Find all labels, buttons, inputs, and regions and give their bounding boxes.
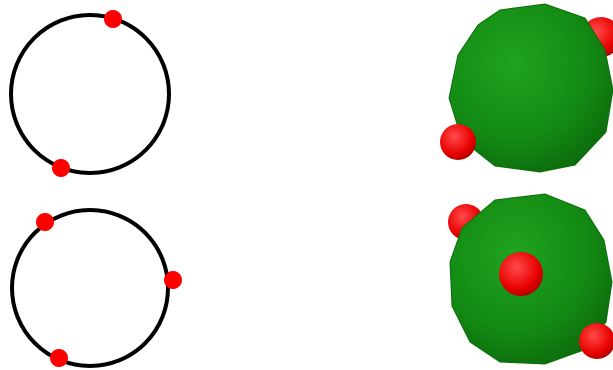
ring-bottom-point-1: [36, 213, 54, 231]
polyhedron-top-body: [448, 3, 613, 173]
ring-diagram-bottom: [10, 208, 182, 368]
ring-diagram-top: [9, 10, 171, 177]
ring-top-point-2: [52, 159, 70, 177]
polyhedron-top-sphere-2: [440, 124, 476, 160]
polyhedron-bottom: [448, 193, 613, 365]
ring-top-point-1: [104, 10, 122, 28]
polyhedron-top: [440, 3, 613, 173]
ring-bottom: [10, 208, 170, 368]
ring-top: [9, 13, 171, 175]
polyhedron-bottom-sphere-3: [579, 323, 613, 359]
polyhedron-bottom-sphere-2: [499, 252, 543, 296]
ring-bottom-point-3: [50, 349, 68, 367]
ring-bottom-point-2: [164, 271, 182, 289]
